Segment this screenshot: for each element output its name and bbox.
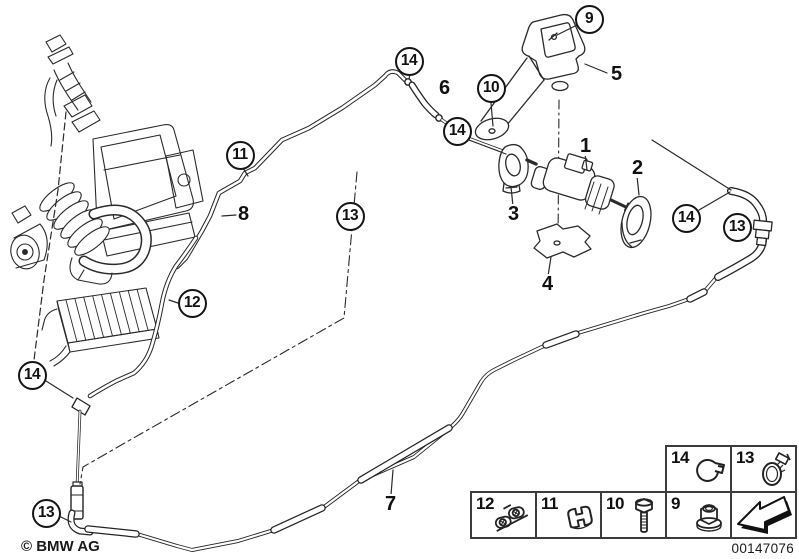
fuel-lines	[67, 69, 773, 552]
direction-arrow-icon	[737, 496, 792, 534]
legend-number: 11	[541, 494, 558, 513]
copyright-notice: © BMW AG	[21, 538, 100, 555]
reference-lines	[79, 99, 560, 485]
one-ear-clamp-icon	[696, 458, 725, 482]
pipe-7-sleeves	[84, 288, 708, 538]
part-label-4[interactable]: 4	[541, 273, 555, 295]
part-label-5[interactable]: 5	[610, 63, 624, 85]
legend-cell-14[interactable]: 14	[665, 445, 732, 493]
legend-number: 12	[476, 494, 494, 513]
legend-number: 13	[736, 448, 754, 467]
mounting-bracket	[474, 13, 586, 141]
line-holder-icon	[494, 504, 529, 532]
part-label-2[interactable]: 2	[631, 157, 645, 179]
legend-cell-9[interactable]: 9	[665, 491, 732, 539]
part-label-8[interactable]: 8	[237, 203, 251, 225]
part-label-1[interactable]: 1	[579, 135, 593, 157]
callout-14-right[interactable]: 14	[671, 203, 701, 233]
pump-body	[525, 153, 635, 215]
legend-number: 10	[606, 494, 624, 513]
line-clip-icon	[567, 505, 593, 530]
flange-nut-icon	[696, 504, 722, 532]
heat-shield	[533, 223, 592, 259]
callout-14-top[interactable]: 14	[394, 46, 424, 76]
callout-14-left[interactable]: 14	[17, 360, 47, 390]
legend-cell-11[interactable]: 11	[535, 491, 602, 539]
part-label-7[interactable]: 7	[384, 493, 398, 515]
engine-sketch	[10, 34, 204, 367]
legend-cell-13[interactable]: 13	[730, 445, 797, 493]
document-number: 00147076	[731, 541, 794, 556]
metering-pump-assembly	[498, 143, 652, 259]
leader-lines	[45, 24, 731, 523]
callout-13-right[interactable]: 13	[722, 212, 752, 242]
legend-number: 14	[671, 448, 689, 467]
callout-9[interactable]: 9	[574, 4, 604, 34]
legend-cell-12[interactable]: 12	[470, 491, 537, 539]
callout-12[interactable]: 12	[177, 288, 207, 318]
callout-14-mid[interactable]: 14	[442, 116, 472, 146]
hex-bolt-icon	[635, 498, 653, 533]
legend-cell-direction[interactable]	[730, 491, 797, 539]
callout-11[interactable]: 11	[225, 140, 255, 170]
callout-13-mid[interactable]: 13	[335, 201, 365, 231]
legend-cell-10[interactable]: 10	[600, 491, 667, 539]
legend-number: 9	[671, 494, 680, 513]
part-label-6[interactable]: 6	[438, 77, 452, 99]
hose-connector	[752, 219, 773, 247]
worm-drive-clamp-icon	[762, 452, 791, 486]
part-label-3[interactable]: 3	[507, 203, 521, 225]
callout-13-left[interactable]: 13	[31, 498, 61, 528]
pipe-nipple	[71, 397, 91, 416]
callout-10[interactable]: 10	[476, 73, 506, 103]
